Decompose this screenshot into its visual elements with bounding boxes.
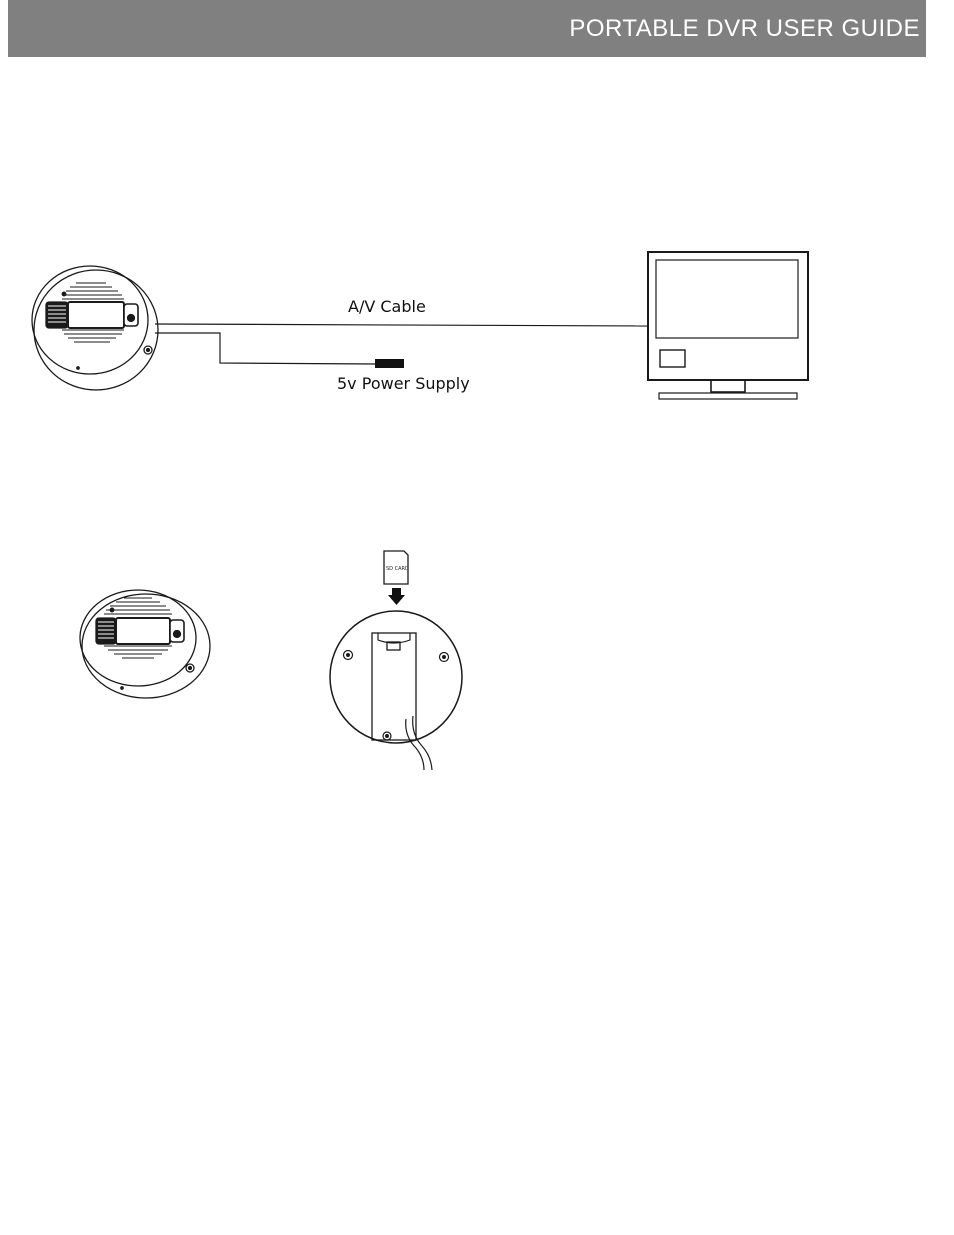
- smoke-detector-camera-angled: [32, 266, 158, 390]
- power-supply-label: 5v Power Supply: [337, 374, 470, 394]
- tv-monitor-icon: [648, 252, 808, 399]
- power-plug-icon: [375, 359, 404, 368]
- arrow-down-icon: [388, 588, 405, 605]
- sd-card-label: SD CARD: [386, 566, 409, 572]
- smoke-detector-camera-front: [80, 590, 210, 698]
- detector-back-view: [330, 611, 462, 770]
- power-cable-line: [155, 333, 376, 364]
- av-cable-line: [155, 324, 648, 326]
- av-cable-label: A/V Cable: [348, 297, 426, 317]
